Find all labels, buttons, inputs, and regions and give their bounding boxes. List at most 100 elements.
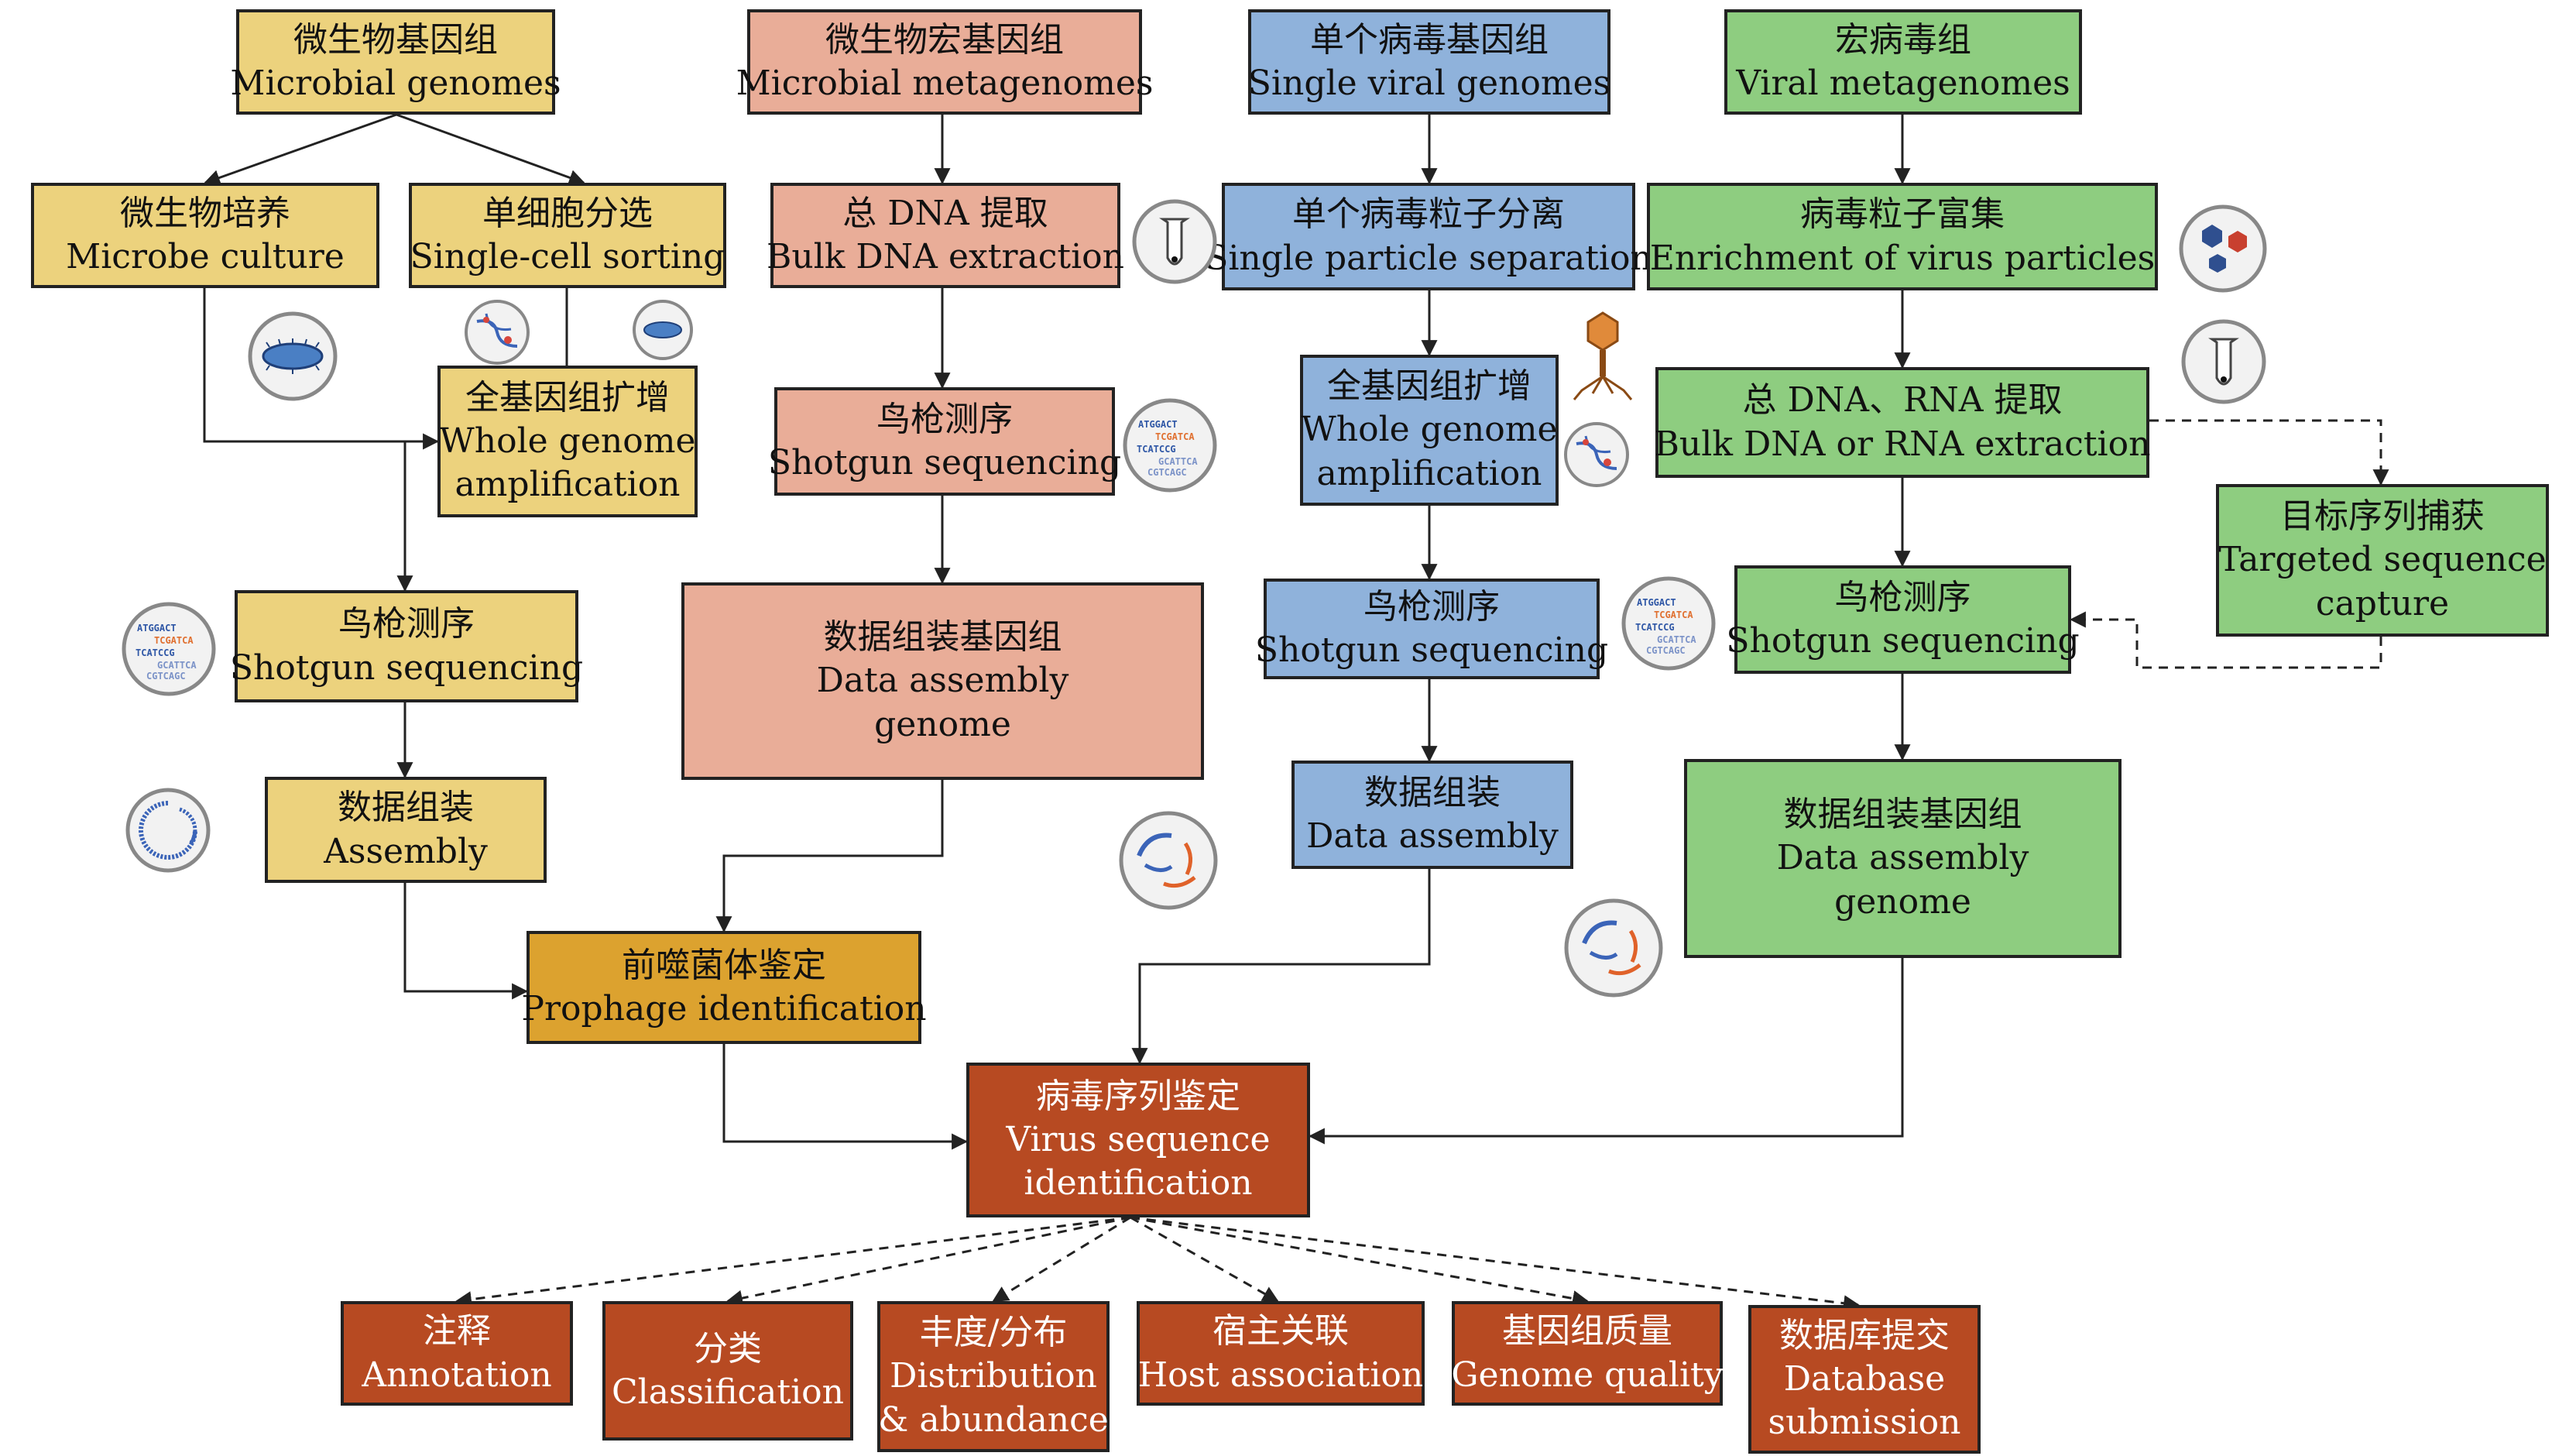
shotgun2-zh: 鸟枪测序: [876, 399, 1013, 439]
arrow-assembly4-to-virusid: [1308, 958, 1904, 1145]
assembly3-zh: 数据组装: [1364, 772, 1501, 812]
database-en-line2: submission: [1768, 1403, 1961, 1443]
viral-metagenomes-en: Viral metagenomes: [1736, 64, 2070, 103]
bacterium-small-icon: [633, 300, 693, 360]
dashed-to-distribution: [992, 1216, 1131, 1303]
microbe-culture-box: 微生物培养 Microbe culture: [31, 183, 379, 288]
enrichment-box: 病毒粒子富集 Enrichment of virus particles: [1647, 183, 2158, 290]
bulk-dna-zh: 总 DNA 提取: [842, 193, 1048, 233]
arrow-culture-to-wga: [203, 288, 440, 450]
contig-icon: [1564, 898, 1663, 998]
annotation-en: Annotation: [362, 1355, 552, 1395]
data-assembly-genome-box-2: 数据组装基因组 Data assembly genome: [681, 582, 1204, 780]
host-association-box: 宿主关联 Host association: [1137, 1301, 1425, 1406]
database-en-line1: Database: [1783, 1358, 1946, 1399]
shotgun4-en: Shotgun sequencing: [1726, 621, 2080, 661]
contig-icon: [125, 788, 211, 873]
wga1-zh: 全基因组扩增: [465, 377, 670, 417]
bulk-dna-rna-extraction-box: 总 DNA、RNA 提取 Bulk DNA or RNA extraction: [1655, 367, 2150, 478]
contig-icon: [1119, 811, 1218, 910]
shotgun1-en: Shotgun sequencing: [229, 647, 584, 688]
single-particle-separation-box: 单个病毒粒子分离 Single particle separation: [1205, 183, 1652, 290]
wga3-zh: 全基因组扩增: [1327, 366, 1532, 407]
assembly2-zh: 数据组装基因组: [823, 617, 1062, 658]
seq-line-4: GCATTCA: [1158, 456, 1198, 467]
targeted-sequence-capture-box: 目标序列捕获 Targeted sequence capture: [2216, 484, 2549, 637]
virus-sequence-identification-box: 病毒序列鉴定 Virus sequence identification: [966, 1063, 1310, 1217]
wga3-en-line1: Whole genome: [1301, 410, 1558, 450]
shotgun3-en: Shotgun sequencing: [1254, 630, 1609, 670]
assembly4-en-line1: Data assembly: [1776, 838, 2029, 878]
capture-en-line2: capture: [2315, 583, 2450, 623]
single-viral-zh: 单个病毒基因组: [1310, 19, 1549, 60]
whole-genome-amplification-box-3: 全基因组扩增 Whole genome amplification: [1300, 355, 1559, 506]
classification-box: 分类 Classification: [602, 1301, 853, 1441]
microbial-metagenomes-en: Microbial metagenomes: [736, 64, 1154, 103]
distribution-en-line1: Distribution: [890, 1356, 1097, 1396]
viral-metagenomes-zh: 宏病毒组: [1835, 19, 1971, 60]
shotgun2-en: Shotgun sequencing: [767, 443, 1122, 482]
seq-line-2: TCGATCA: [1155, 431, 1195, 442]
virus-id-en-line1: Virus sequence: [1006, 1119, 1271, 1159]
seq-line-5: CGTCAGC: [1646, 645, 1686, 656]
virus-particles-icon: [2179, 204, 2267, 293]
virus-id-en-line2: identification: [1024, 1163, 1253, 1204]
distribution-abundance-box: 丰度/分布 Distribution & abundance: [877, 1301, 1110, 1452]
database-zh: 数据库提交: [1779, 1315, 1950, 1355]
seq-line-3: TCATCCG: [1635, 622, 1675, 633]
shotgun1-zh: 鸟枪测序: [338, 604, 475, 644]
seq-line-1: ATGGACT: [1138, 419, 1178, 430]
prophage-zh: 前噬菌体鉴定: [622, 945, 826, 985]
bulk-dna-extraction-box: 总 DNA 提取 Bulk DNA extraction: [767, 183, 1124, 288]
assembly1-zh: 数据组装: [338, 788, 474, 828]
genome-quality-box: 基因组质量 Genome quality: [1451, 1301, 1724, 1406]
arrow-genomes-to-sorting: [396, 113, 585, 186]
single-cell-sorting-zh: 单细胞分选: [482, 193, 653, 233]
virus-id-zh: 病毒序列鉴定: [1036, 1076, 1240, 1116]
single-cell-sorting-box: 单细胞分选 Single-cell sorting: [409, 183, 726, 288]
dna-sequence-icon: ATGGACT TCGATCA TCATCCG GCATTCA CGTCAGC: [1621, 576, 1716, 671]
assembly2-en-line1: Data assembly: [816, 661, 1069, 701]
assembly2-en-line2: genome: [874, 704, 1011, 744]
separation-en: Single particle separation: [1205, 238, 1652, 278]
arrow-prophage-to-virusid: [722, 1044, 969, 1150]
seq-line-1: ATGGACT: [1637, 597, 1676, 608]
distribution-en-line2: & abundance: [878, 1399, 1109, 1440]
shotgun3-zh: 鸟枪测序: [1363, 586, 1500, 627]
arrow-assembly1-to-prophage: [403, 883, 529, 1000]
microbial-metagenomes-box: 微生物宏基因组 Microbial metagenomes: [736, 9, 1153, 115]
single-cell-icon: [1564, 422, 1629, 487]
shotgun-sequencing-box-3: 鸟枪测序 Shotgun sequencing: [1255, 579, 1608, 679]
classification-en: Classification: [611, 1372, 844, 1412]
single-cell-sorting-en: Single-cell sorting: [410, 237, 725, 276]
seq-line-1: ATGGACT: [137, 623, 177, 634]
shotgun4-zh: 鸟枪测序: [1834, 577, 1971, 617]
annotation-box: 注释 Annotation: [341, 1301, 573, 1406]
seq-line-3: TCATCCG: [1137, 444, 1176, 455]
microbial-metagenomes-zh: 微生物宏基因组: [825, 19, 1064, 60]
database-submission-box: 数据库提交 Database submission: [1748, 1305, 1981, 1454]
wga1-en-line1: Whole genome: [439, 421, 696, 461]
dashed-capture-to-shotgun4: [2069, 611, 2382, 669]
test-tube-icon: [1132, 199, 1217, 284]
seq-line-4: GCATTCA: [157, 660, 197, 671]
seq-line-5: CGTCAGC: [1147, 467, 1187, 478]
wga3-en-line2: amplification: [1316, 453, 1542, 493]
quality-en: Genome quality: [1451, 1355, 1724, 1395]
assembly-box-1: 数据组装 Assembly: [265, 777, 547, 883]
assembly4-zh: 数据组装基因组: [1783, 795, 2022, 835]
assembly3-en: Data assembly: [1306, 816, 1559, 856]
quality-zh: 基因组质量: [1502, 1311, 1672, 1351]
distribution-zh: 丰度/分布: [919, 1313, 1068, 1353]
bacterium-icon: [248, 311, 338, 401]
seq-line-2: TCGATCA: [154, 635, 194, 646]
prophage-identification-box: 前噬菌体鉴定 Prophage identification: [521, 931, 927, 1044]
shotgun-sequencing-box-2: 鸟枪测序 Shotgun sequencing: [768, 387, 1121, 496]
dna-sequence-icon: ATGGACT TCGATCA TCATCCG GCATTCA CGTCAGC: [122, 602, 216, 696]
data-assembly-genome-box-4: 数据组装基因组 Data assembly genome: [1684, 759, 2122, 958]
phage-icon: [1573, 311, 1633, 400]
arrow-assembly3-to-virusid: [1131, 869, 1431, 1065]
microbial-genomes-en: Microbial genomes: [230, 64, 561, 103]
dna-rna-zh: 总 DNA、RNA 提取: [1742, 380, 2063, 421]
test-tube-icon: [2181, 319, 2266, 404]
